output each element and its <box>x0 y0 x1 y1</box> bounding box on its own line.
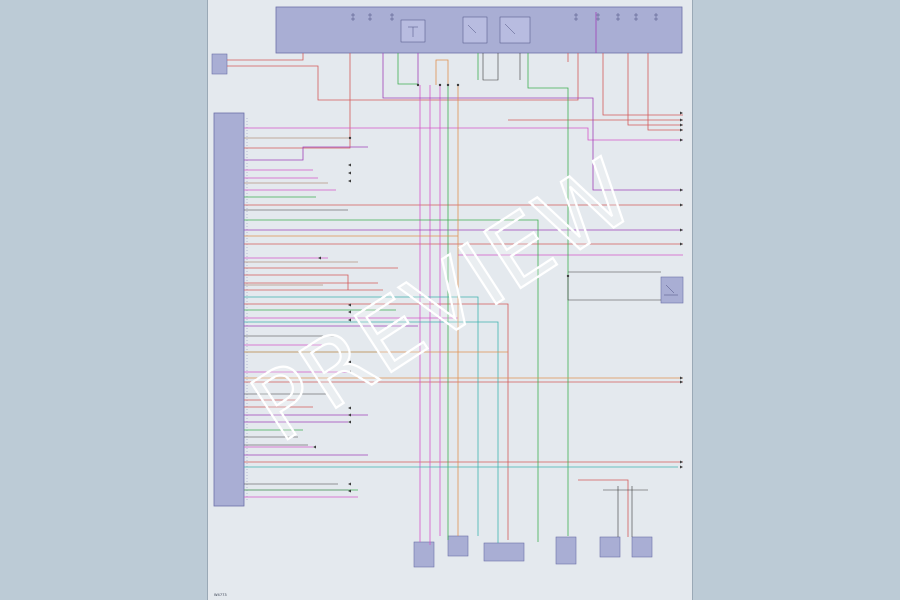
bottom-component-4 <box>555 536 577 565</box>
bottom-component-3 <box>483 542 525 562</box>
preview-watermark: PREVIEW <box>234 138 653 462</box>
diagram-footer-code: W4773 <box>214 593 227 597</box>
interior-arrows <box>313 163 351 493</box>
wire-group-purple <box>244 12 683 456</box>
splice-dots <box>348 83 570 278</box>
bottom-component-6 <box>631 536 653 558</box>
power-box-internal-lines <box>408 23 516 37</box>
power-box-fuse-group <box>351 13 658 21</box>
wire-group-orange <box>244 59 683 536</box>
wire-group-brown <box>244 137 358 286</box>
wire-group-green <box>244 53 569 542</box>
right-edge-arrows <box>680 111 683 469</box>
wire-group-red <box>227 53 683 540</box>
left-splice-connector <box>211 53 228 75</box>
wire-group-black <box>244 53 661 537</box>
bottom-component-1 <box>413 541 435 568</box>
bottom-component-2 <box>447 535 469 557</box>
left-control-module <box>213 112 245 507</box>
relay-box-right-1 <box>462 16 488 44</box>
bottom-component-5 <box>599 536 621 558</box>
right-pressure-switch-symbol <box>664 284 678 296</box>
relay-box-right-2 <box>499 16 531 44</box>
wiring-diagram-sheet: W4773 PREVIEW <box>208 0 692 600</box>
right-pressure-switch-box <box>660 276 684 304</box>
wiring-diagram: W4773 PREVIEW <box>211 6 684 597</box>
